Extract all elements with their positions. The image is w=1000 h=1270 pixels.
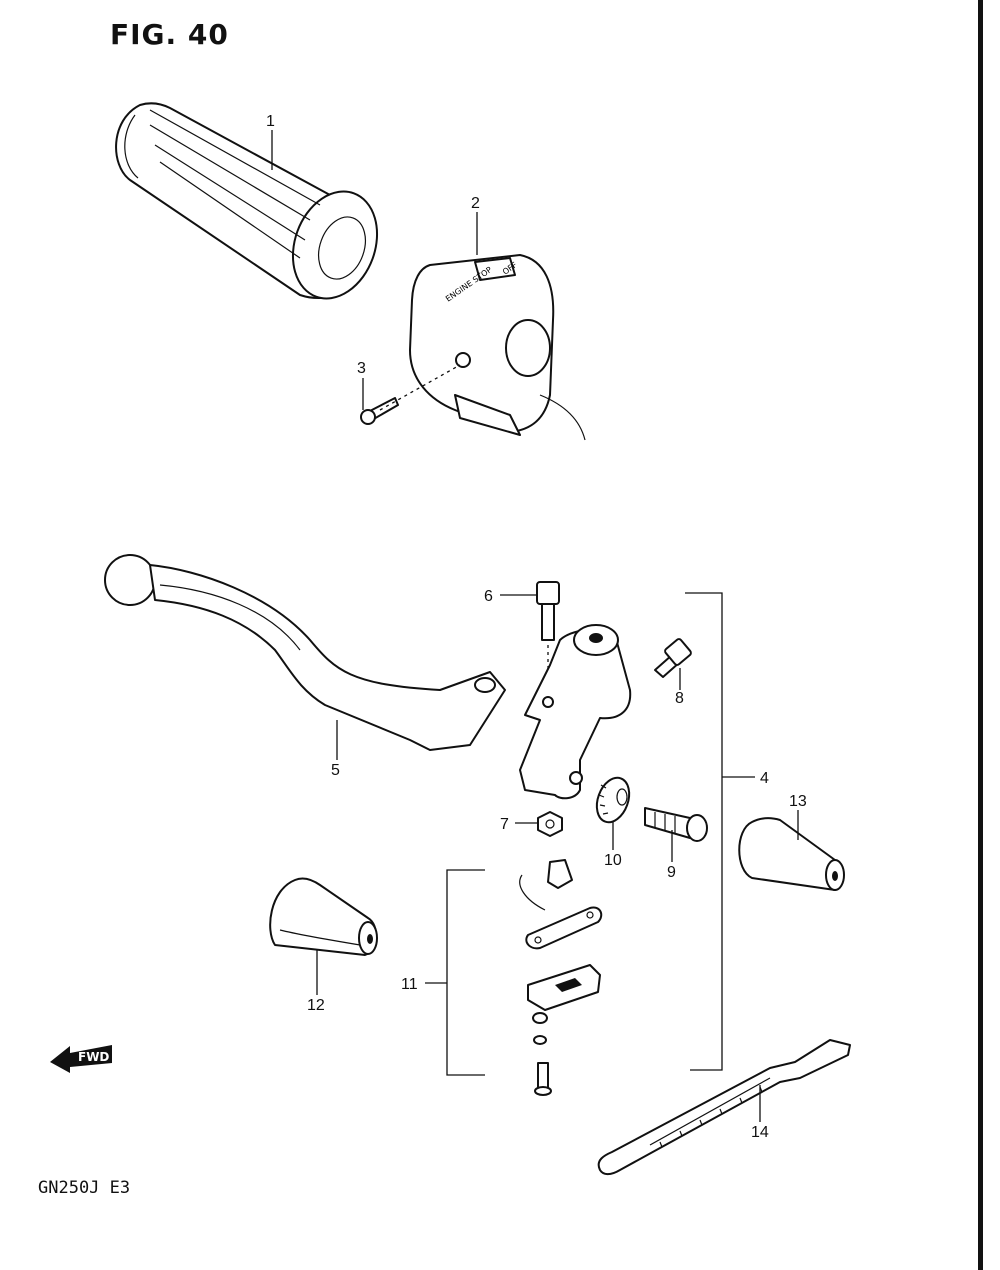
part-switch-housing: ENGINE STOP OFF (409, 254, 586, 441)
part-adjuster-bolt (644, 807, 708, 842)
fwd-label: FWD (78, 1050, 109, 1064)
part-bolt-8 (654, 638, 692, 678)
callout-5: 5 (331, 762, 340, 779)
part-grip (115, 102, 379, 300)
callout-1: 1 (266, 113, 275, 130)
callout-11: 11 (401, 976, 418, 993)
callout-2: 2 (471, 195, 480, 212)
callout-4: 4 (760, 770, 769, 787)
callout-9: 9 (667, 864, 676, 881)
model-code: GN250J E3 (38, 1178, 131, 1198)
callout-8: 8 (675, 690, 684, 707)
callout-10: 10 (604, 852, 622, 869)
part-pivot-bolt (536, 581, 560, 700)
callout-7: 7 (500, 816, 509, 833)
figure-title: FIG. 40 (110, 18, 229, 51)
part-boot-13 (738, 817, 845, 891)
callout-14: 14 (751, 1124, 769, 1141)
bracket-4 (685, 592, 723, 1071)
callout-6: 6 (484, 588, 493, 605)
part-nut (537, 811, 563, 837)
part-lever-holder (519, 624, 632, 800)
part-switch-assembly (519, 859, 603, 1096)
forward-arrow-icon: FWD (50, 1045, 112, 1073)
page-edge-bar (978, 0, 983, 1270)
part-adjuster-wheel (595, 776, 631, 824)
callout-12: 12 (307, 997, 325, 1014)
callout-13: 13 (789, 793, 807, 810)
part-dust-cover (269, 877, 378, 956)
part-cable-tie (597, 1039, 851, 1176)
part-screw-3 (360, 364, 461, 425)
callout-3: 3 (357, 360, 366, 377)
part-clutch-lever (104, 554, 506, 751)
bracket-11 (446, 869, 485, 1076)
